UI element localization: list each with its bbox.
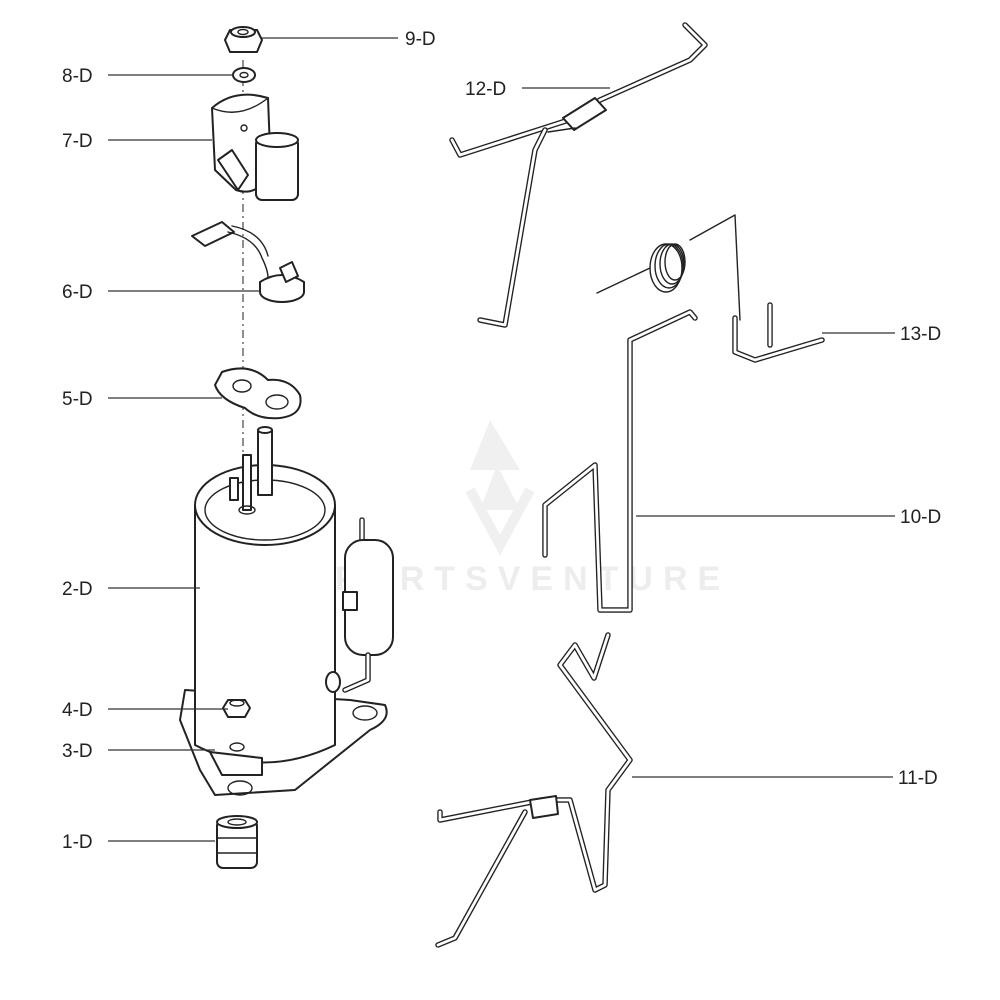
part-4-d-bolt[interactable] [222, 699, 251, 752]
part-12-d-tube-assembly[interactable] [449, 22, 708, 328]
label-2-d: 2-D [62, 579, 93, 600]
label-3-d: 3-D [62, 741, 93, 762]
label-5-d: 5-D [62, 389, 93, 410]
label-11-d: 11-D [898, 768, 938, 789]
label-7-d: 7-D [62, 131, 93, 152]
part-13-d-capillary-tube[interactable] [596, 214, 825, 363]
label-6-d: 6-D [62, 282, 93, 303]
part-2-d-compressor[interactable] [179, 426, 394, 796]
part-1-d-grommet[interactable] [216, 815, 258, 869]
label-8-d: 8-D [62, 66, 93, 87]
label-13-d: 13-D [900, 324, 941, 345]
part-7-d-terminal-cover[interactable] [211, 93, 299, 201]
label-9-d: 9-D [405, 29, 436, 50]
part-6-d-overload-protector[interactable] [191, 221, 305, 303]
part-11-d-tube-assembly[interactable] [435, 632, 633, 948]
label-10-d: 10-D [900, 507, 941, 528]
part-5-d-gasket[interactable] [214, 367, 302, 420]
part-labels: 1-D 2-D 3-D 4-D 5-D 6-D 7-D 8-D 9-D 10-D… [62, 29, 941, 853]
leader-lines [108, 37, 895, 842]
watermark-text: PARTSVENTURE [335, 560, 730, 598]
label-12-d: 12-D [465, 79, 506, 100]
part-9-d-nut[interactable] [224, 26, 263, 53]
watermark: PARTSVENTURE [335, 420, 730, 598]
part-8-d-washer[interactable] [232, 67, 256, 83]
label-1-d: 1-D [62, 832, 93, 853]
label-4-d: 4-D [62, 700, 93, 721]
part-10-d-tube[interactable] [542, 309, 698, 613]
